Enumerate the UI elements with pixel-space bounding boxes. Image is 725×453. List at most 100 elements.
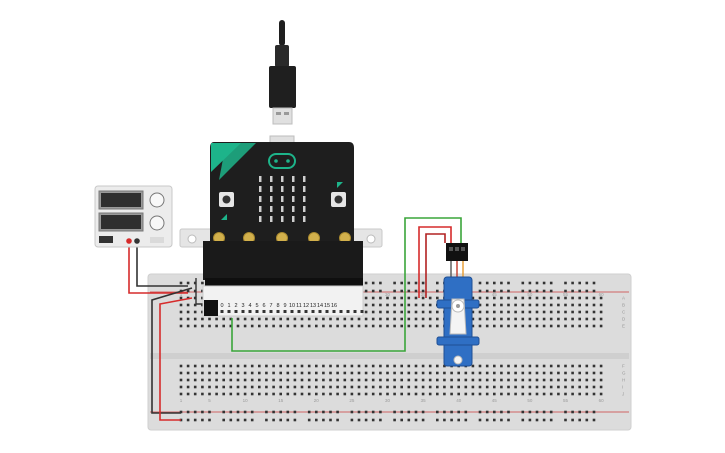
breadboard-hole[interactable]	[300, 324, 304, 328]
breadboard-hole[interactable]	[571, 410, 574, 414]
breadboard-hole[interactable]	[222, 378, 225, 382]
breadboard-hole[interactable]	[243, 418, 247, 422]
breadboard-hole[interactable]	[243, 385, 247, 389]
breadboard-hole[interactable]	[243, 324, 247, 328]
breadboard-hole[interactable]	[585, 289, 589, 293]
breadboard-hole[interactable]	[471, 310, 475, 314]
breadboard-hole[interactable]	[493, 324, 496, 328]
breadboard-hole[interactable]	[500, 410, 503, 414]
green-signal-wire[interactable]	[231, 217, 462, 352]
breadboard-hole[interactable]	[514, 310, 517, 314]
breadboard-hole[interactable]	[386, 317, 389, 321]
breadboard-hole[interactable]	[279, 317, 282, 321]
breadboard-hole[interactable]	[514, 296, 517, 300]
breadboard-hole[interactable]	[386, 364, 389, 368]
breadboard-hole[interactable]	[393, 324, 396, 328]
breadboard-hole[interactable]	[521, 371, 525, 375]
breadboard-hole[interactable]	[315, 392, 318, 396]
breadboard-hole[interactable]	[564, 378, 567, 382]
breadboard-hole[interactable]	[514, 371, 517, 375]
breadboard-hole[interactable]	[236, 324, 240, 328]
breadboard-hole[interactable]	[578, 371, 581, 375]
edge-pin[interactable]	[276, 310, 280, 313]
breadboard-hole[interactable]	[193, 303, 197, 307]
breadboard-hole[interactable]	[599, 324, 603, 328]
breadboard-hole[interactable]	[585, 392, 589, 396]
breadboard-hole[interactable]	[400, 385, 403, 389]
breadboard-hole[interactable]	[578, 303, 581, 307]
breadboard-hole[interactable]	[193, 392, 197, 396]
breadboard-hole[interactable]	[179, 364, 183, 368]
breadboard-hole[interactable]	[428, 317, 432, 321]
breadboard-hole[interactable]	[557, 385, 560, 389]
breadboard-hole[interactable]	[599, 310, 603, 314]
breadboard-hole[interactable]	[528, 371, 532, 375]
breadboard-hole[interactable]	[578, 392, 581, 396]
breadboard-hole[interactable]	[592, 324, 596, 328]
breadboard-hole[interactable]	[307, 324, 311, 328]
breadboard-hole[interactable]	[201, 289, 204, 293]
breadboard-hole[interactable]	[386, 303, 389, 307]
breadboard-hole[interactable]	[578, 410, 581, 414]
breadboard-hole[interactable]	[201, 317, 204, 321]
breadboard-hole[interactable]	[186, 371, 190, 375]
breadboard-hole[interactable]	[193, 410, 197, 414]
edge-pin[interactable]	[241, 310, 245, 313]
breadboard-hole[interactable]	[407, 418, 411, 422]
breadboard-hole[interactable]	[457, 371, 460, 375]
breadboard-hole[interactable]	[592, 392, 596, 396]
breadboard-hole[interactable]	[535, 296, 539, 300]
breadboard-hole[interactable]	[371, 371, 375, 375]
breadboard-hole[interactable]	[436, 281, 439, 285]
breadboard-hole[interactable]	[436, 418, 439, 422]
breadboard-hole[interactable]	[414, 324, 418, 328]
breadboard-hole[interactable]	[507, 392, 510, 396]
dark-servo-wire[interactable]	[425, 233, 446, 298]
breadboard-hole[interactable]	[243, 378, 247, 382]
breadboard-hole[interactable]	[329, 371, 332, 375]
breadboard-hole[interactable]	[293, 410, 297, 414]
breadboard-hole[interactable]	[571, 418, 574, 422]
breadboard-hole[interactable]	[421, 418, 425, 422]
breadboard-hole[interactable]	[201, 378, 204, 382]
breadboard-hole[interactable]	[578, 378, 581, 382]
breadboard-hole[interactable]	[357, 324, 361, 328]
breadboard-hole[interactable]	[272, 378, 275, 382]
breadboard-hole[interactable]	[186, 378, 190, 382]
breadboard-hole[interactable]	[265, 364, 268, 368]
breadboard-hole[interactable]	[343, 385, 347, 389]
breadboard-hole[interactable]	[236, 317, 240, 321]
breadboard-hole[interactable]	[421, 392, 425, 396]
breadboard-hole[interactable]	[436, 364, 439, 368]
breadboard-hole[interactable]	[407, 378, 411, 382]
breadboard-hole[interactable]	[186, 392, 190, 396]
breadboard-hole[interactable]	[478, 418, 482, 422]
breadboard-hole[interactable]	[208, 410, 211, 414]
breadboard-hole[interactable]	[428, 296, 432, 300]
breadboard-hole[interactable]	[400, 303, 403, 307]
breadboard-hole[interactable]	[436, 371, 439, 375]
breadboard-hole[interactable]	[343, 378, 347, 382]
breadboard-hole[interactable]	[585, 371, 589, 375]
breadboard-hole[interactable]	[343, 392, 347, 396]
breadboard-hole[interactable]	[471, 296, 475, 300]
breadboard-hole[interactable]	[179, 371, 183, 375]
edge-pin[interactable]	[227, 310, 231, 313]
breadboard-hole[interactable]	[229, 317, 233, 321]
breadboard-hole[interactable]	[493, 289, 496, 293]
breadboard-hole[interactable]	[393, 281, 396, 285]
breadboard-hole[interactable]	[307, 317, 311, 321]
breadboard-hole[interactable]	[393, 289, 396, 293]
breadboard-hole[interactable]	[421, 303, 425, 307]
breadboard-hole[interactable]	[592, 364, 596, 368]
breadboard-hole[interactable]	[322, 364, 325, 368]
breadboard-hole[interactable]	[379, 385, 382, 389]
breadboard-hole[interactable]	[507, 303, 510, 307]
breadboard-hole[interactable]	[229, 371, 233, 375]
breadboard-hole[interactable]	[421, 378, 425, 382]
breadboard-hole[interactable]	[464, 371, 468, 375]
breadboard-hole[interactable]	[500, 310, 503, 314]
edge-pin[interactable]	[262, 310, 266, 313]
breadboard-hole[interactable]	[208, 324, 211, 328]
breadboard-hole[interactable]	[564, 392, 567, 396]
